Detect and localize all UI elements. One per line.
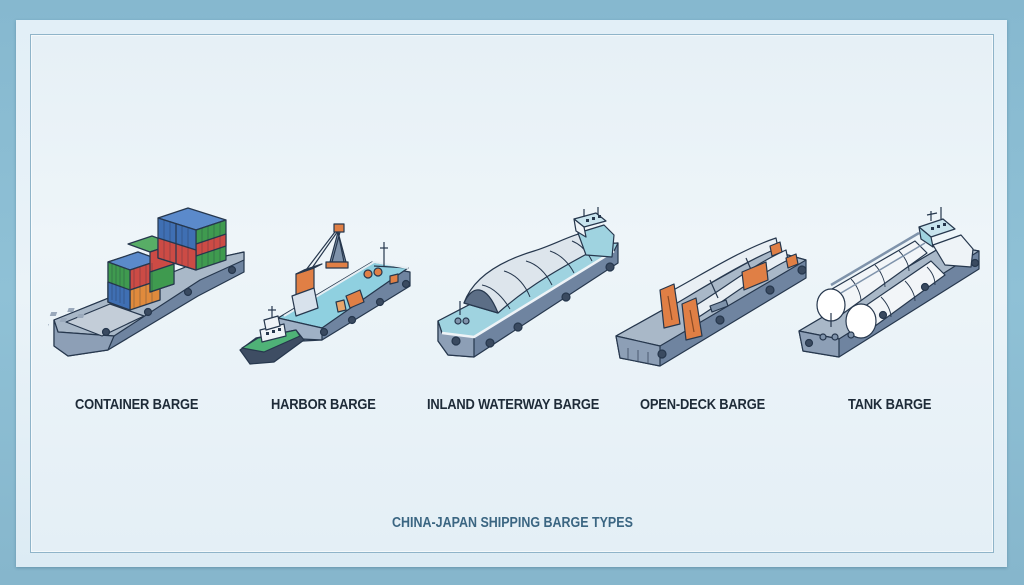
label-container-barge: CONTAINER BARGE <box>75 396 199 413</box>
tank-barge-icon <box>798 207 980 358</box>
label-tank-barge: TANK BARGE <box>848 396 932 413</box>
open-deck-barge-icon <box>615 237 807 367</box>
container-barge-icon <box>48 207 245 357</box>
label-harbor-barge: HARBOR BARGE <box>271 396 376 413</box>
label-inland-waterway-barge: INLAND WATERWAY BARGE <box>427 396 600 413</box>
harbor-barge-icon <box>239 223 411 365</box>
label-open-deck-barge: OPEN-DECK BARGE <box>640 396 766 413</box>
figure-caption: CHINA-JAPAN SHIPPING BARGE TYPES <box>392 515 633 531</box>
inland-waterway-barge-icon <box>437 207 619 358</box>
